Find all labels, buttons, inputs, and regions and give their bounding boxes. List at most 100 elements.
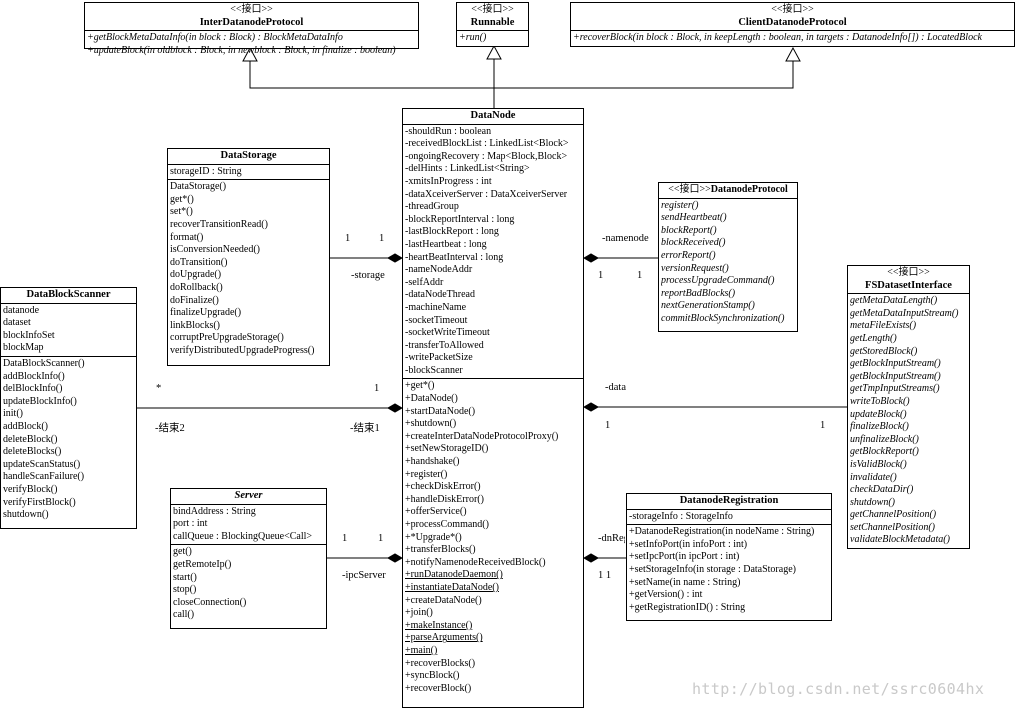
class-name: DatanodeRegistration [679,495,779,506]
assoc-ipc-role: -ipcServer [342,570,386,581]
operation: start() [173,571,197,583]
operation: sendHeartbeat() [661,212,727,224]
attribute: -writePacketSize [405,352,473,364]
operation: +setNewStorageID() [405,443,489,455]
operation: register() [661,199,699,211]
assoc-data-role: -data [605,382,626,393]
class-datastorage: DataStorage storageID : String DataStora… [167,148,330,366]
operation: +parseArguments() [405,632,483,644]
operation: getBlockInputStream() [850,358,941,370]
operation: +recoverBlock() [405,682,472,694]
attribute: -delHints : LinkedList<String> [405,163,530,175]
composition-diamond-scanner [386,403,404,413]
operation: corruptPreUpgradeStorage() [170,332,284,344]
attribute: -ongoingRecovery : Map<Block,Block> [405,150,568,162]
assoc-reg-mult: 1 1 [598,570,612,581]
class-inter-datanode-protocol: <<接口>> InterDatanodeProtocol +getBlockMe… [84,2,419,56]
operation: getBlockInputStream() [850,370,941,382]
operations-section: +get*()+DataNode()+startDataNode()+shutd… [403,379,583,696]
operation: verifyFirstBlock() [3,496,76,508]
attribute: dataset [3,317,31,329]
operation: +setInfoPort(in infoPort : int) [629,538,748,550]
operation: updateBlock() [850,408,907,420]
attribute: -machineName [405,301,467,313]
operation: +getRegistrationID() : String [629,601,746,613]
operation: doUpgrade() [170,269,222,281]
operations-section: get()getRemoteIp()start()stop()closeConn… [171,545,326,623]
operation: +createInterDataNodeProtocolProxy() [405,430,559,442]
attribute: -dataXceiverServer : DataXceiverServer [405,188,568,200]
assoc-scanner-mult-b: 1 [374,383,380,394]
stereotype-label: <<接口>> [887,267,930,278]
operations-section: +recoverBlock(in block : Block, in keepL… [571,31,1014,46]
operation: nextGenerationStamp() [661,300,755,312]
operation: getLength() [850,332,897,344]
operation: call() [173,609,195,621]
attribute: -storageInfo : StorageInfo [629,510,733,522]
operation: +setStorageInfo(in storage : DataStorage… [629,563,796,575]
operation: updateBlockInfo() [3,395,77,407]
operation: reportBadBlocks() [661,287,736,299]
class-header: <<接口>> Runnable [457,3,528,32]
stereotype-label: <<接口>> [771,4,814,15]
operation: +updateBlock(in oldblock : Block, in new… [87,44,396,56]
attribute: -xmitsInProgress : int [405,175,492,187]
class-client-datanode-protocol: <<接口>> ClientDatanodeProtocol +recoverBl… [570,2,1015,47]
class-name: InterDatanodeProtocol [199,16,304,28]
operations-section: DataStorage()get*()set*()recoverTransiti… [168,180,329,358]
operation: isConversionNeeded() [170,244,260,256]
operation: shutdown() [3,509,49,521]
operations-section: DataBlockScanner()addBlockInfo()delBlock… [1,357,136,523]
assoc-scanner-role-b: -结束1 [350,423,380,434]
operation: isValidBlock() [850,458,907,470]
class-name: FSDatasetInterface [865,279,952,291]
operation: +makeInstance() [405,619,473,631]
operation: doFinalize() [170,294,219,306]
attribute: storageID : String [170,165,242,177]
attribute: -heartBeatInterval : long [405,251,504,263]
stereotype-label: <<接口>> [230,4,273,15]
operation: +processCommand() [405,519,489,530]
operation: closeConnection() [173,596,247,608]
operation: +recoverBlock(in block : Block, in keepL… [573,32,982,44]
operation: deleteBlocks() [3,446,62,458]
attribute: -transferToAllowed [405,339,484,351]
operation: getMetaDataLength() [850,295,938,307]
operation: writeToBlock() [850,395,910,407]
class-header: DataStorage [168,149,329,165]
generalization-arrow-runnable [486,44,502,60]
class-name: ClientDatanodeProtocol [738,16,847,28]
class-name: DatanodeProtocol [710,184,788,195]
attribute: port : int [173,518,208,530]
operation: +join() [405,607,433,619]
assoc-namenode-mult-b: 1 [637,270,643,281]
composition-diamond-ipc [386,553,404,563]
class-header: <<接口>>DatanodeProtocol [659,183,797,199]
operation: verifyBlock() [3,483,58,495]
class-datanode: DataNode -shouldRun : boolean-receivedBl… [402,108,584,708]
operation: finalizeUpgrade() [170,307,242,319]
operation: +get*() [405,380,435,392]
operation: updateScanStatus() [3,458,81,470]
operation: +checkDiskError() [405,481,481,493]
attributes-section: -storageInfo : StorageInfo [627,510,831,526]
operation: getTmpInputStreams() [850,383,940,395]
operation: validateBlockMetadata() [850,534,950,546]
class-runnable: <<接口>> Runnable +run() [456,2,529,47]
operation: doTransition() [170,256,228,268]
operation: set*() [170,206,193,218]
operations-section: register()sendHeartbeat()blockReport()bl… [659,199,797,327]
class-header: DataBlockScanner [1,288,136,304]
attribute: -lastBlockReport : long [405,226,499,238]
watermark: http://blog.csdn.net/ssrc0604hx [692,680,985,698]
operation: +runDatanodeDaemon() [405,569,503,581]
operation: delBlockInfo() [3,383,63,395]
attribute: -receivedBlockList : LinkedList<Block> [405,138,569,150]
operation: deleteBlock() [3,433,58,445]
attributes-section: storageID : String [168,165,329,181]
operation: +instantiateDataNode() [405,581,499,593]
assoc-data-mult-b: 1 [820,420,826,431]
